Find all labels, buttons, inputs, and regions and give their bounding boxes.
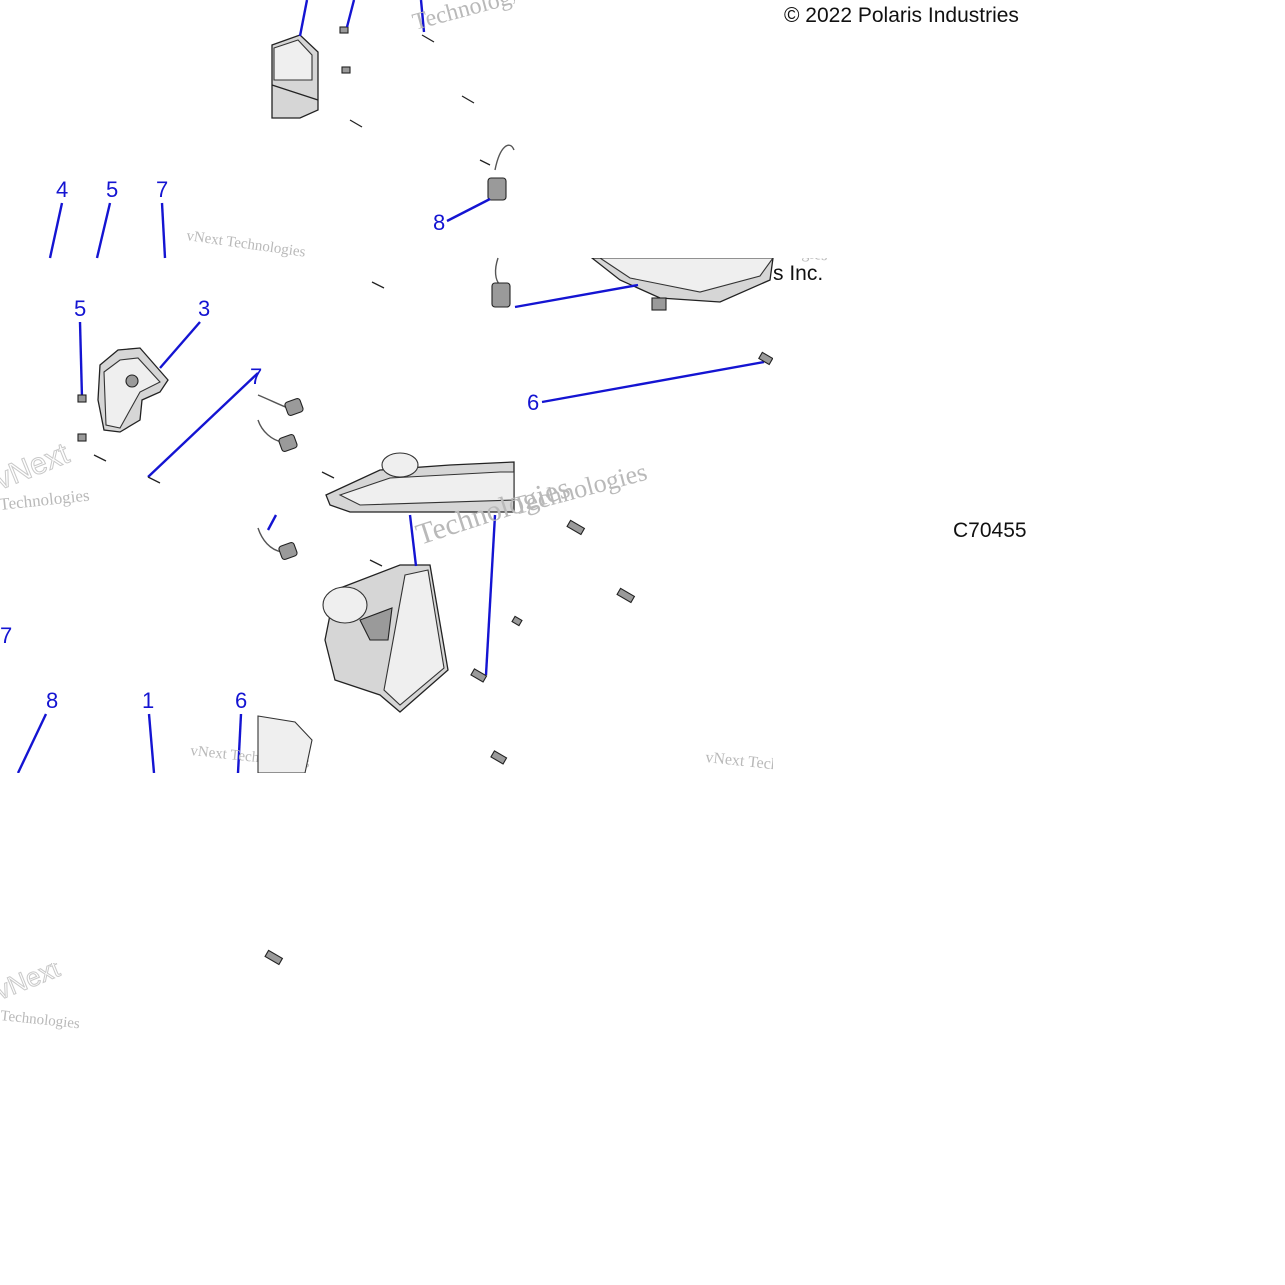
leader-7-top bbox=[160, 202, 167, 259]
bolt-4 bbox=[321, 471, 335, 479]
bolt-1 bbox=[93, 454, 107, 462]
leader-top-2 bbox=[345, 0, 356, 28]
leader-5-top bbox=[95, 202, 112, 259]
callout-1: 1 bbox=[142, 688, 154, 713]
leader-6-mid bbox=[541, 360, 765, 404]
connector-8 bbox=[487, 177, 507, 201]
nut-1 bbox=[77, 394, 87, 403]
bolt-3 bbox=[371, 281, 385, 289]
leader-8-top bbox=[446, 197, 491, 223]
callout-7-top: 7 bbox=[156, 177, 168, 202]
tail-light-socket bbox=[125, 374, 139, 388]
leader-5 bbox=[78, 321, 84, 399]
tile-left-middle: 5 3 vNext Technologies bbox=[0, 296, 259, 514]
headlight-bulb-cap bbox=[381, 452, 419, 478]
pin-1 bbox=[421, 34, 435, 43]
tile-far-right: C70455 bbox=[953, 519, 1027, 542]
callout-8-lower: 8 bbox=[46, 688, 58, 713]
connector-2 bbox=[278, 433, 298, 453]
tile-top-center: 8 Technologies bbox=[271, 0, 540, 235]
spring-5 bbox=[616, 587, 636, 604]
wire-2 bbox=[257, 419, 283, 443]
leader-8-lower bbox=[16, 713, 48, 774]
leader-headlight bbox=[408, 514, 418, 567]
screw-1 bbox=[339, 26, 349, 34]
tile-center-lower: Technologies bbox=[257, 471, 574, 774]
watermark-right-big: Technologies bbox=[509, 457, 650, 521]
callout-8-top: 8 bbox=[433, 210, 445, 235]
spring-3 bbox=[490, 750, 508, 765]
bezel-corner bbox=[257, 715, 313, 774]
headlight-bracket bbox=[359, 607, 393, 641]
screw-small bbox=[479, 159, 491, 166]
callout-5: 5 bbox=[74, 296, 86, 321]
spring-7 bbox=[264, 949, 284, 966]
callout-6-lower: 6 bbox=[235, 688, 247, 713]
tile-left-labels: 4 5 7 vNext Technologies bbox=[48, 177, 307, 261]
pin-2 bbox=[461, 95, 475, 104]
spring-6 bbox=[511, 615, 523, 627]
connector-4 bbox=[278, 541, 298, 561]
wire-harness bbox=[494, 144, 515, 171]
wire-3 bbox=[494, 257, 501, 286]
headlight-main-lens bbox=[383, 569, 445, 706]
watermark-left-small: vNext Technologies bbox=[185, 228, 306, 261]
leader-7-mid bbox=[147, 372, 259, 478]
bracket-face bbox=[273, 39, 313, 81]
leader-7-lower bbox=[266, 514, 278, 531]
spring-2 bbox=[470, 668, 488, 683]
callout-3: 3 bbox=[198, 296, 210, 321]
tail-light-lens bbox=[103, 357, 161, 429]
spring-4 bbox=[566, 519, 586, 536]
watermark-bottom-small: Technologies bbox=[0, 1008, 81, 1032]
screw-2 bbox=[341, 66, 351, 74]
connector-3 bbox=[491, 282, 511, 308]
callout-5-top: 5 bbox=[106, 177, 118, 202]
copyright-text: © 2022 Polaris Industries bbox=[784, 4, 1019, 27]
headlight-top-face bbox=[338, 471, 515, 506]
leader-4 bbox=[48, 202, 64, 259]
diagram-code: C70455 bbox=[953, 519, 1027, 542]
bolt-5 bbox=[369, 559, 383, 567]
leader-6-lower bbox=[236, 713, 243, 774]
tile-center-middle: 7 bbox=[250, 281, 515, 513]
pin-3 bbox=[349, 119, 363, 128]
headlight-bulb-housing bbox=[322, 586, 368, 624]
copyright-fragment: s Inc. bbox=[773, 262, 823, 285]
bracket-edge bbox=[271, 84, 319, 101]
leader-1 bbox=[147, 713, 156, 774]
leader-top-1 bbox=[298, 0, 309, 37]
callout-6-mid: 6 bbox=[527, 390, 539, 415]
headlight-mount-tab bbox=[651, 297, 667, 311]
leader-8-mid bbox=[514, 283, 639, 309]
connector-1 bbox=[284, 397, 304, 417]
bolt-2 bbox=[147, 476, 161, 484]
wire-1 bbox=[257, 394, 289, 409]
spring-1 bbox=[758, 351, 774, 366]
leader-top-3 bbox=[419, 0, 426, 33]
leader-3 bbox=[159, 321, 201, 369]
callout-7-lower: 7 bbox=[0, 623, 12, 648]
nut-2 bbox=[77, 433, 87, 442]
callout-7-mid: 7 bbox=[250, 364, 262, 389]
leader-spring bbox=[484, 514, 497, 676]
callout-4: 4 bbox=[56, 177, 68, 202]
